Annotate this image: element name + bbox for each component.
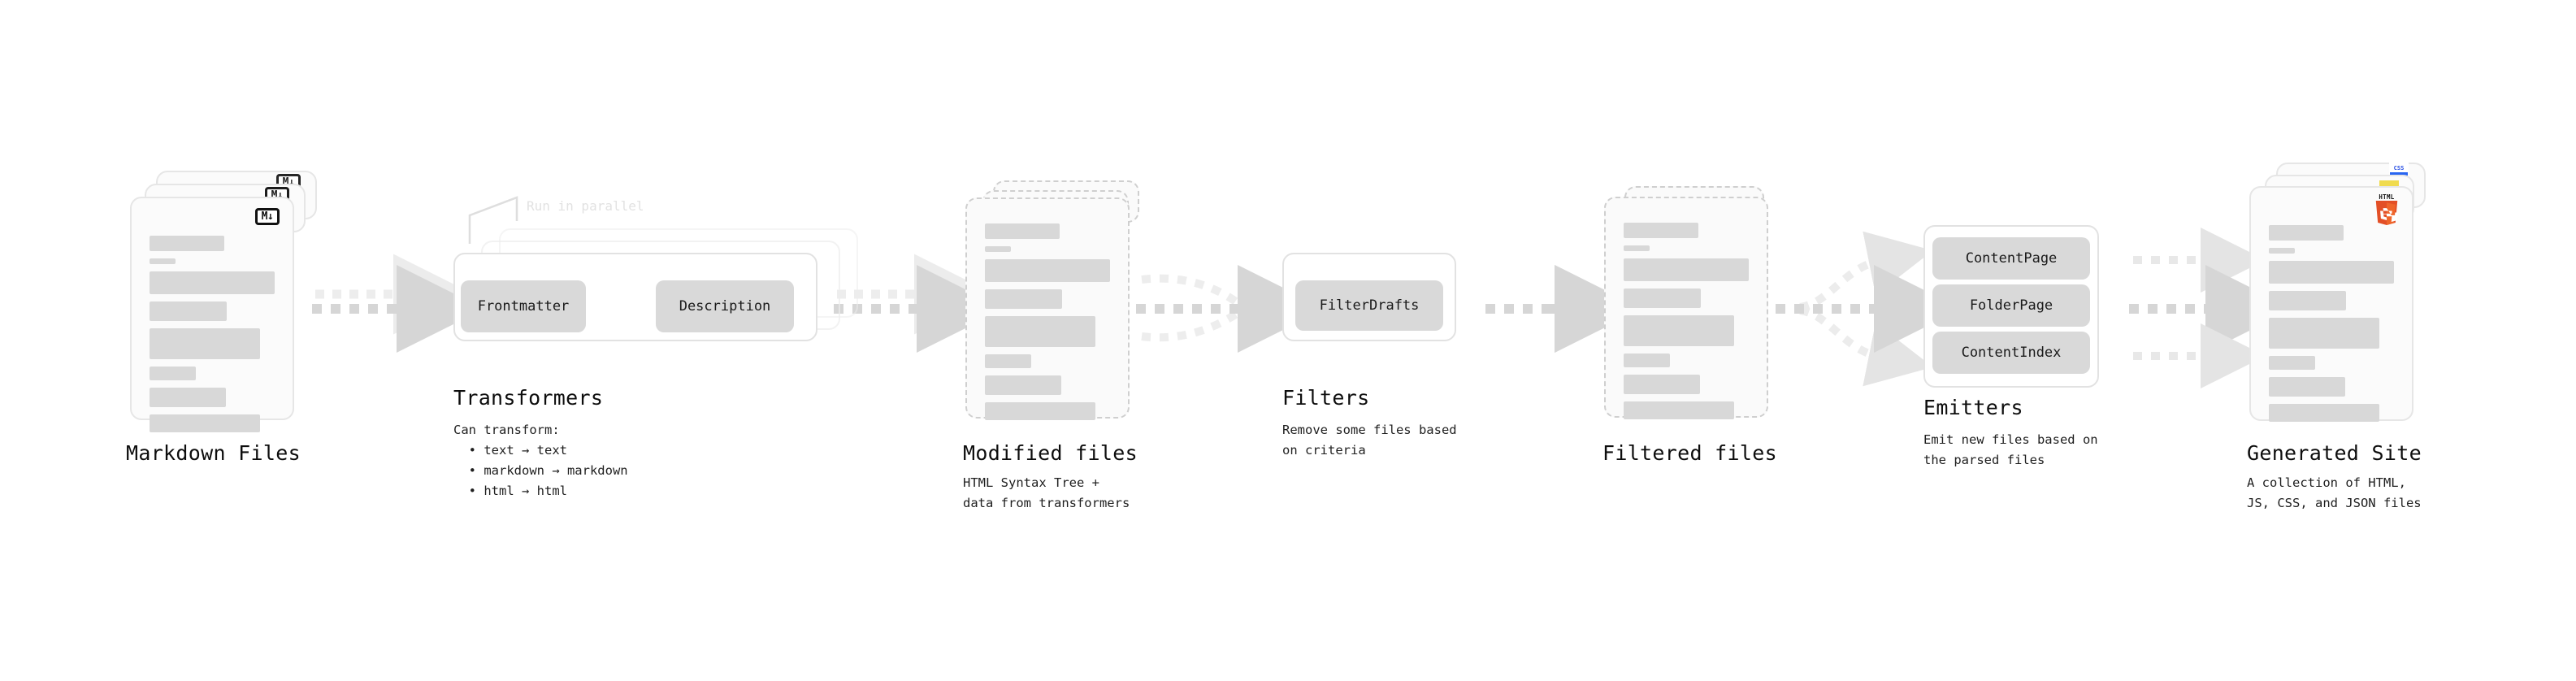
bar <box>1624 315 1734 346</box>
emitters-subtitle: Emit new files based on the parsed files <box>1923 432 2098 468</box>
bar <box>1624 375 1700 394</box>
bar <box>2269 225 2344 241</box>
bar <box>985 402 1095 420</box>
bar <box>2269 404 2379 422</box>
bar <box>1624 354 1670 367</box>
emitter-chip-contentpage[interactable]: ContentPage <box>1932 237 2090 280</box>
bar <box>1624 401 1734 419</box>
markdown-files-title: Markdown Files <box>126 441 301 465</box>
arrow-modified-to-filters <box>1136 265 1325 353</box>
bar <box>985 289 1063 309</box>
arrow-md-to-transformers <box>312 254 484 353</box>
modified-placeholder-lines <box>985 223 1110 427</box>
html5-badge-icon: HTML <box>2373 194 2400 228</box>
transformers-subtitle: Can transform: • text → text • markdown … <box>453 423 628 499</box>
generated-site-title: Generated Site <box>2247 441 2422 465</box>
site-document-front: HTML <box>2249 186 2413 422</box>
filter-chip-filterdrafts[interactable]: FilterDrafts <box>1295 280 1443 331</box>
bar <box>985 246 1012 252</box>
filtered-files-title: Filtered files <box>1602 441 1777 465</box>
emitter-chip-folderpage[interactable]: FolderPage <box>1932 284 2090 327</box>
markdown-placeholder-lines <box>150 236 275 440</box>
filtered-document-front <box>1604 197 1768 419</box>
css-badge-underline <box>2390 172 2408 176</box>
bar <box>2269 377 2345 397</box>
transformers-title: Transformers <box>453 386 604 410</box>
bar <box>1624 258 1749 281</box>
bar <box>2269 356 2315 370</box>
bar <box>150 414 260 432</box>
bar <box>985 223 1060 239</box>
bar <box>150 367 196 380</box>
bar <box>2269 261 2394 284</box>
html5-wordmark: HTML <box>2379 193 2395 201</box>
bar <box>985 375 1061 395</box>
emitter-chip-contentindex[interactable]: ContentIndex <box>1932 332 2090 374</box>
transformer-chip-frontmatter[interactable]: Frontmatter <box>461 280 586 332</box>
bar <box>150 236 225 251</box>
arrow-emitters-to-site <box>2129 228 2293 388</box>
markdown-badge-icon: M↓ <box>255 208 280 225</box>
emitters-title: Emitters <box>1923 396 2023 419</box>
css3-badge-icon: CSS <box>2389 163 2409 176</box>
filters-subtitle: Remove some files based on criteria <box>1282 423 1457 458</box>
bar <box>985 259 1110 282</box>
modified-files-title: Modified files <box>963 441 1138 465</box>
modified-files-subtitle: HTML Syntax Tree + data from transformer… <box>963 475 1130 511</box>
bar <box>1624 245 1650 251</box>
bar <box>2269 248 2296 254</box>
html5-shield-glyph <box>2375 200 2398 225</box>
markdown-document-front: M↓ <box>130 197 294 432</box>
bar <box>150 258 176 264</box>
transformer-chip-description[interactable]: Description <box>656 280 794 332</box>
modified-document-front <box>965 197 1130 420</box>
bar <box>2269 291 2347 310</box>
bar <box>150 328 260 359</box>
bar <box>1624 223 1699 238</box>
site-placeholder-lines <box>2269 225 2394 429</box>
bar <box>150 388 226 407</box>
arrow-filtered-to-emitters <box>1776 231 1962 387</box>
bar <box>1624 288 1702 308</box>
generated-site-subtitle: A collection of HTML, JS, CSS, and JSON … <box>2247 475 2422 511</box>
bar <box>150 271 275 294</box>
css-badge-label: CSS <box>2393 165 2405 171</box>
filtered-placeholder-lines <box>1624 223 1749 427</box>
bar <box>985 354 1031 368</box>
bar <box>2269 318 2379 349</box>
bar <box>985 316 1095 347</box>
bar <box>150 301 228 321</box>
run-in-parallel-label: Run in parallel <box>527 198 644 214</box>
filters-title: Filters <box>1282 386 1370 410</box>
